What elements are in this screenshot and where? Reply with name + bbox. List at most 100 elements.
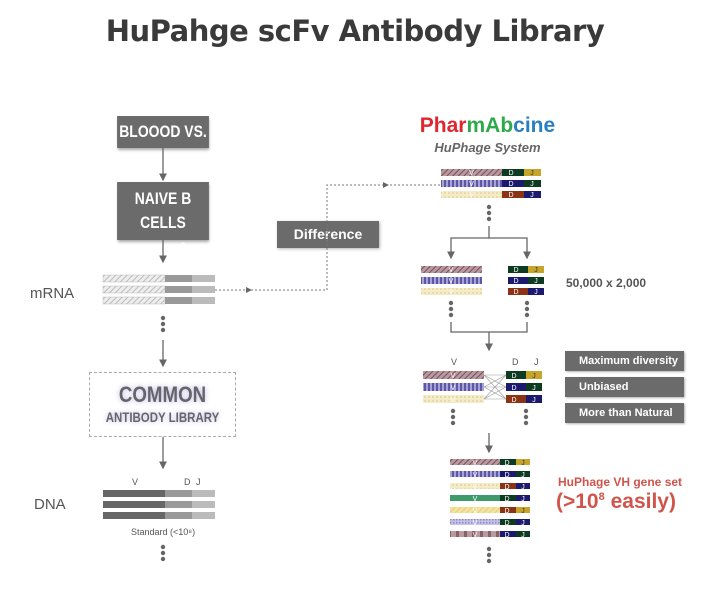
v-label: V (449, 289, 454, 296)
ellipsis-dot (486, 552, 492, 558)
v-segment (450, 471, 500, 477)
d-label: D (504, 472, 509, 479)
j-segment (524, 180, 541, 187)
v-segment (450, 531, 500, 537)
dna-d-segment (165, 512, 192, 519)
d-segment (506, 371, 526, 379)
d-segment (502, 180, 524, 187)
ellipsis-dot (160, 315, 166, 321)
d-label: D (511, 373, 516, 380)
antibody-library-label: ANTIBODY LIBRARY (105, 409, 220, 425)
split-arrow-left (447, 226, 490, 260)
brand-part: m (466, 114, 486, 137)
combo-j-label: J (534, 357, 539, 367)
ellipsis-dot (524, 312, 530, 318)
v-segment (450, 459, 500, 465)
d-label: D (504, 532, 509, 539)
j-label: J (530, 192, 534, 199)
ellipsis-dot (486, 210, 492, 216)
v-label: V (469, 170, 474, 177)
d-label: D (504, 496, 509, 503)
ellipsis-dot (160, 327, 166, 333)
j-label: J (530, 170, 534, 177)
d-label: D (513, 278, 518, 285)
v-label: V (473, 460, 478, 467)
j-label: J (521, 460, 525, 467)
j-segment (516, 507, 530, 513)
recombination-line (483, 374, 507, 388)
j-label: J (534, 289, 538, 296)
blood-vs-bm-box: BLOOOD VS. BM (117, 116, 209, 173)
v-label: V (451, 397, 456, 404)
v-segment (423, 383, 484, 391)
arrow-right-icon (383, 182, 389, 188)
j-label: J (534, 267, 538, 274)
ellipsis-dot (160, 550, 166, 556)
split-arrow-right (489, 237, 531, 260)
v-label: V (473, 484, 478, 491)
v-segment (421, 266, 482, 273)
v-label: V (473, 520, 478, 527)
mrna-v-segment (102, 296, 166, 305)
v-segment (421, 288, 482, 295)
v-label: V (473, 496, 478, 503)
pharmabcine-logo: PharmAbcine (405, 114, 570, 138)
naive-b-cells-box: NAIVE B CELLS 2 X 106 (117, 182, 209, 261)
mrna-j-segment (192, 275, 215, 282)
difference-box: Difference (277, 221, 379, 248)
ellipsis-dot (486, 546, 492, 552)
d-segment (508, 288, 528, 295)
j-segment (524, 169, 541, 176)
ellipsis-dot (486, 216, 492, 222)
dna-label: DNA (34, 496, 66, 513)
ellipsis-dot (448, 306, 454, 312)
brand-part: Phar (419, 114, 467, 137)
dna-d-segment (165, 501, 192, 508)
brand-part: b (500, 114, 514, 137)
dna-j-label: J (196, 477, 201, 487)
dna-j-segment (192, 501, 215, 508)
j-label: J (532, 397, 536, 404)
mrna-label: mRNA (30, 285, 75, 302)
j-segment (516, 495, 530, 501)
d-label: D (513, 267, 518, 274)
standard-label: Standard (<10⁸) (131, 527, 196, 537)
d-segment (500, 519, 516, 525)
dna-d-segment (165, 490, 192, 497)
j-segment (528, 277, 544, 284)
merge-bracket (450, 322, 528, 333)
d-label: D (511, 385, 516, 392)
dna-j-segment (192, 512, 215, 519)
ellipsis-dot (524, 300, 530, 306)
j-label: J (521, 508, 525, 515)
dna-v-label: V (132, 477, 139, 487)
ellipsis-dot (486, 204, 492, 210)
d-segment (500, 483, 516, 489)
ellipsis-dot (524, 306, 530, 312)
cell-count-label: 2 X 106 (140, 241, 186, 261)
d-segment (508, 277, 528, 284)
mrna-d-segment (165, 297, 192, 304)
v-segment (450, 495, 500, 501)
ellipsis-dot (160, 556, 166, 562)
v-segment (441, 180, 502, 187)
dna-v-segment (103, 512, 165, 519)
j-label: J (530, 181, 534, 188)
j-label: J (521, 484, 525, 491)
ellipsis-dot (523, 414, 529, 420)
mrna-d-segment (165, 275, 192, 282)
ellipsis-dot (160, 544, 166, 550)
v-segment (423, 371, 484, 379)
d-label: D (504, 508, 509, 515)
v-label: V (469, 192, 474, 199)
d-label: D (504, 460, 509, 467)
ellipsis-dot (448, 300, 454, 306)
j-segment (524, 191, 541, 198)
d-label: D (511, 397, 516, 404)
arrow-right-icon (246, 287, 252, 293)
v-segment (423, 395, 484, 403)
ellipsis-dot (450, 414, 456, 420)
dna-v-segment (103, 501, 165, 508)
vh-gene-set-label: HuPhage VH gene set (558, 475, 683, 489)
j-label: J (521, 472, 525, 479)
